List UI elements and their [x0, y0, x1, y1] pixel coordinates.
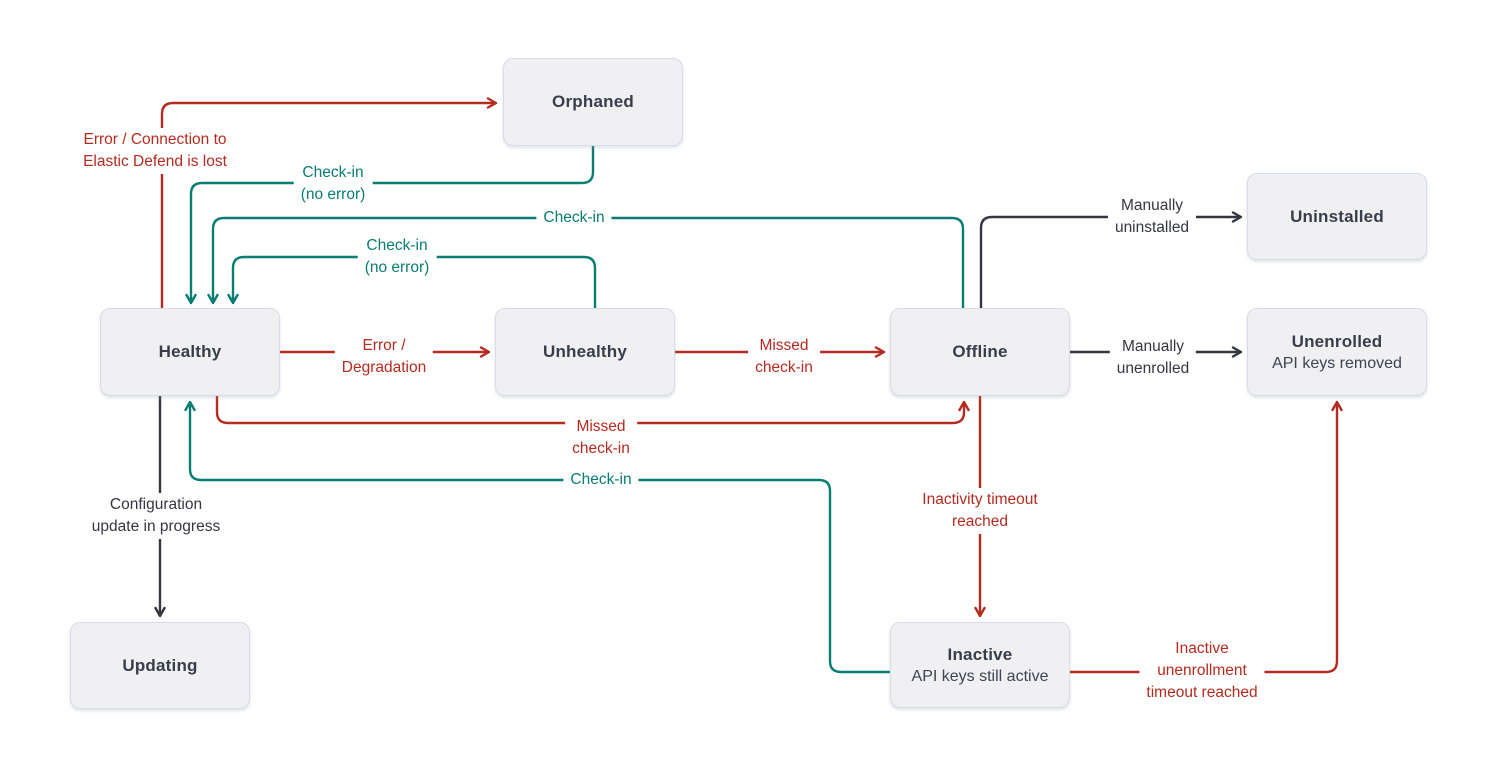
edge-offline-to-healthy	[207, 216, 965, 310]
edge-label-inactive-to-unenrolled: Inactive unenrollment timeout reached	[1139, 637, 1265, 705]
edge-label-healthy-to-updating: Configuration update in progress	[84, 493, 228, 539]
state-node-title-offline: Offline	[952, 342, 1008, 361]
edge-label-offline-to-unenrolled: Manually unenrolled	[1109, 335, 1197, 381]
state-node-title-inactive: Inactive	[947, 644, 1013, 664]
edge-inactive-to-unenrolled	[1068, 400, 1343, 674]
edge-label-unhealthy-to-healthy: Check-in (no error)	[357, 234, 437, 280]
edge-orphaned-to-healthy	[185, 144, 595, 305]
state-node-subtitle-inactive: API keys still active	[911, 667, 1049, 685]
edge-healthy-to-orphaned	[160, 97, 498, 310]
edge-label-offline-to-uninstalled: Manually uninstalled	[1107, 194, 1197, 240]
edge-label-orphaned-to-healthy: Check-in (no error)	[293, 161, 373, 207]
state-node-title-healthy: Healthy	[158, 342, 222, 361]
edge-label-inactive-to-healthy: Check-in	[563, 468, 639, 492]
state-node-subtitle-unenrolled: API keys removed	[1272, 354, 1402, 372]
state-node-healthy: Healthy	[100, 308, 280, 396]
state-node-unhealthy: Unhealthy	[495, 308, 675, 396]
state-node-title-updating: Updating	[122, 655, 198, 675]
state-node-offline: Offline	[890, 308, 1070, 396]
edge-label-healthy-to-orphaned: Error / Connection to Elastic Defend is …	[76, 128, 234, 174]
edge-label-unhealthy-to-offline: Missed check-in	[748, 334, 820, 380]
state-node-uninstalled: Uninstalled	[1247, 173, 1427, 260]
edge-inactive-to-healthy	[184, 400, 894, 674]
edge-label-healthy-to-offline: Missed check-in	[565, 415, 637, 461]
state-node-title-unenrolled: Unenrolled	[1291, 331, 1383, 351]
edge-label-offline-to-healthy: Check-in	[536, 206, 612, 230]
state-node-title-uninstalled: Uninstalled	[1290, 206, 1384, 226]
edge-label-offline-to-inactive: Inactivity timeout reached	[915, 488, 1045, 534]
edge-offline-to-uninstalled	[979, 211, 1243, 310]
state-node-title-orphaned: Orphaned	[552, 92, 634, 111]
state-node-orphaned: Orphaned	[503, 58, 683, 146]
state-node-title-unhealthy: Unhealthy	[543, 342, 627, 361]
edge-label-healthy-to-unhealthy: Error / Degradation	[334, 334, 434, 380]
state-node-updating: Updating	[70, 622, 250, 709]
